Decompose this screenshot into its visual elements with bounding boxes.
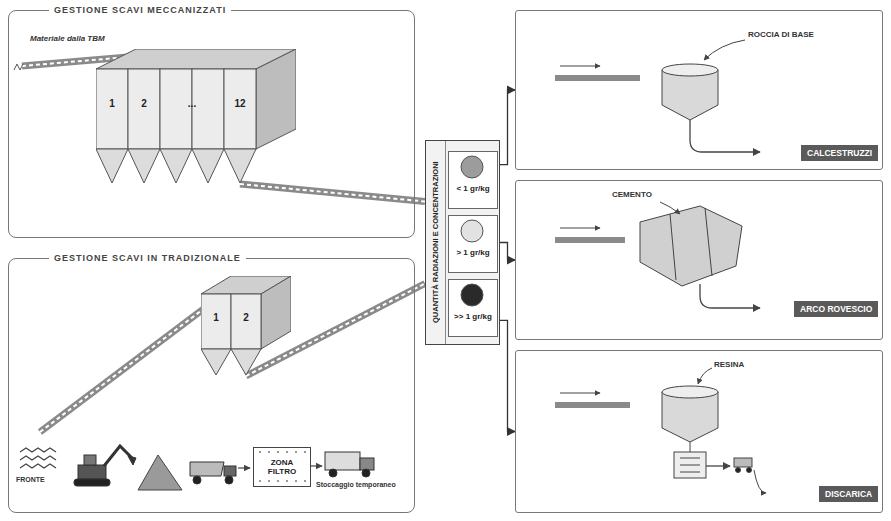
silo-hopper (231, 349, 261, 375)
class-circle: < 1 gr/kg (448, 151, 498, 209)
panel-heading: GESTIONE SCAVI IN TRADIZIONALE (49, 252, 246, 264)
filter-dot (259, 480, 261, 482)
source-label: Materiale dalla TBM (30, 34, 105, 43)
conveyor-rollers (240, 184, 425, 202)
filter-dot (286, 451, 288, 453)
filter-dot (277, 480, 279, 482)
silo-cell (192, 69, 224, 149)
silo-cell (160, 69, 192, 149)
silo-hopper (128, 149, 160, 183)
input-label: CEMENTO (612, 190, 652, 199)
silo-number: 12 (234, 98, 245, 110)
transport-truck (325, 452, 374, 477)
input-label: RESINA (714, 360, 744, 369)
class-value: > 1 gr/kg (449, 248, 497, 257)
silo-drawing (201, 276, 291, 376)
spoil-pile (138, 455, 182, 490)
panel-heading: GESTIONE SCAVI MECCANIZZATI (49, 4, 231, 16)
silo-side (256, 49, 296, 149)
filter-dot (277, 451, 279, 453)
section-panel: GESTIONE SCAVI IN TRADIZIONALE12ZONA FIL… (8, 258, 415, 513)
class-circle-icon (449, 152, 495, 182)
flow-line (500, 243, 515, 261)
flow-arrow (500, 243, 515, 261)
destination-text: DISCARICA (825, 488, 872, 500)
silo-cell (231, 294, 261, 349)
classification-box: QUANTITÀ RADIAZIONI E CONCENTRAZIONI < 1 … (425, 140, 500, 345)
box-label: ZONA FILTRO (257, 458, 307, 476)
silo-cell (96, 69, 128, 149)
silo-number: 1 (213, 312, 219, 324)
silo-cell (201, 294, 231, 349)
divider (445, 141, 446, 344)
class-value: >> 1 gr/kg (449, 312, 497, 321)
class-circle-icon (449, 216, 495, 246)
destination-panel: ARCO ROVESCIO (515, 180, 883, 340)
silo-hopper (160, 149, 192, 183)
vertical-heading: QUANTITÀ RADIAZIONI E CONCENTRAZIONI (428, 145, 444, 340)
filter-zone-box: ZONA FILTRO (253, 447, 311, 487)
silo-battery: 12 (201, 276, 291, 376)
concrete-plant (555, 40, 760, 152)
silo-cell (128, 69, 160, 149)
class-circle-icon (449, 280, 495, 310)
storage-label: Stoccaggio temporaneo (316, 481, 396, 489)
silo-hopper (224, 149, 256, 183)
dump-truck (190, 462, 236, 484)
section-panel: GESTIONE SCAVI MECCANIZZATI12...12 (8, 10, 415, 238)
conveyor-belt (240, 184, 425, 202)
silo-number: 2 (141, 98, 147, 110)
destination-text: ARCO ROVESCIO (800, 303, 872, 315)
silo-hopper (201, 349, 231, 375)
class-dot (461, 284, 483, 306)
class-circle: >> 1 gr/kg (448, 279, 498, 337)
flow-line (500, 90, 515, 165)
flow-line (500, 320, 515, 431)
silo-hopper (192, 149, 224, 183)
destination-label: CALCESTRUZZI (801, 145, 878, 161)
class-value: < 1 gr/kg (449, 184, 497, 193)
conveyor-connector (240, 184, 425, 202)
class-dot (461, 220, 483, 242)
flow-arrow (311, 465, 322, 466)
filter-dot (304, 451, 306, 453)
flow-arrow (238, 467, 250, 468)
resin-plant (555, 368, 766, 493)
silo-side (261, 276, 291, 349)
silo-drawing (96, 49, 296, 184)
silo-number: 2 (243, 312, 249, 324)
front-label: FRONTE (16, 476, 45, 484)
class-dot (461, 156, 483, 178)
silo-number: ... (188, 98, 196, 110)
destination-text: CALCESTRUZZI (807, 147, 872, 159)
filter-dot (286, 480, 288, 482)
flow-arrow (500, 320, 515, 431)
silo-cell (224, 69, 256, 149)
class-circle: > 1 gr/kg (448, 215, 498, 273)
destination-label: ARCO ROVESCIO (794, 301, 878, 317)
filter-dot (295, 451, 297, 453)
flow-arrow (500, 90, 515, 165)
filter-dot (259, 451, 261, 453)
excavation-front (20, 448, 56, 468)
filter-dot (304, 480, 306, 482)
silo-hopper (96, 149, 128, 183)
destination-panel: DISCARICA (515, 350, 883, 513)
destination-label: DISCARICA (819, 486, 878, 502)
silo-battery: 12...12 (96, 49, 296, 184)
filter-dot (268, 480, 270, 482)
cement-mixer (555, 202, 760, 308)
destination-panel: CALCESTRUZZI (515, 10, 883, 170)
filter-dot (268, 451, 270, 453)
excavator (74, 446, 136, 486)
input-label: ROCCIA DI BASE (748, 30, 814, 39)
silo-number: 1 (109, 98, 115, 110)
feed-conveyor (40, 292, 226, 432)
filter-dot (295, 480, 297, 482)
